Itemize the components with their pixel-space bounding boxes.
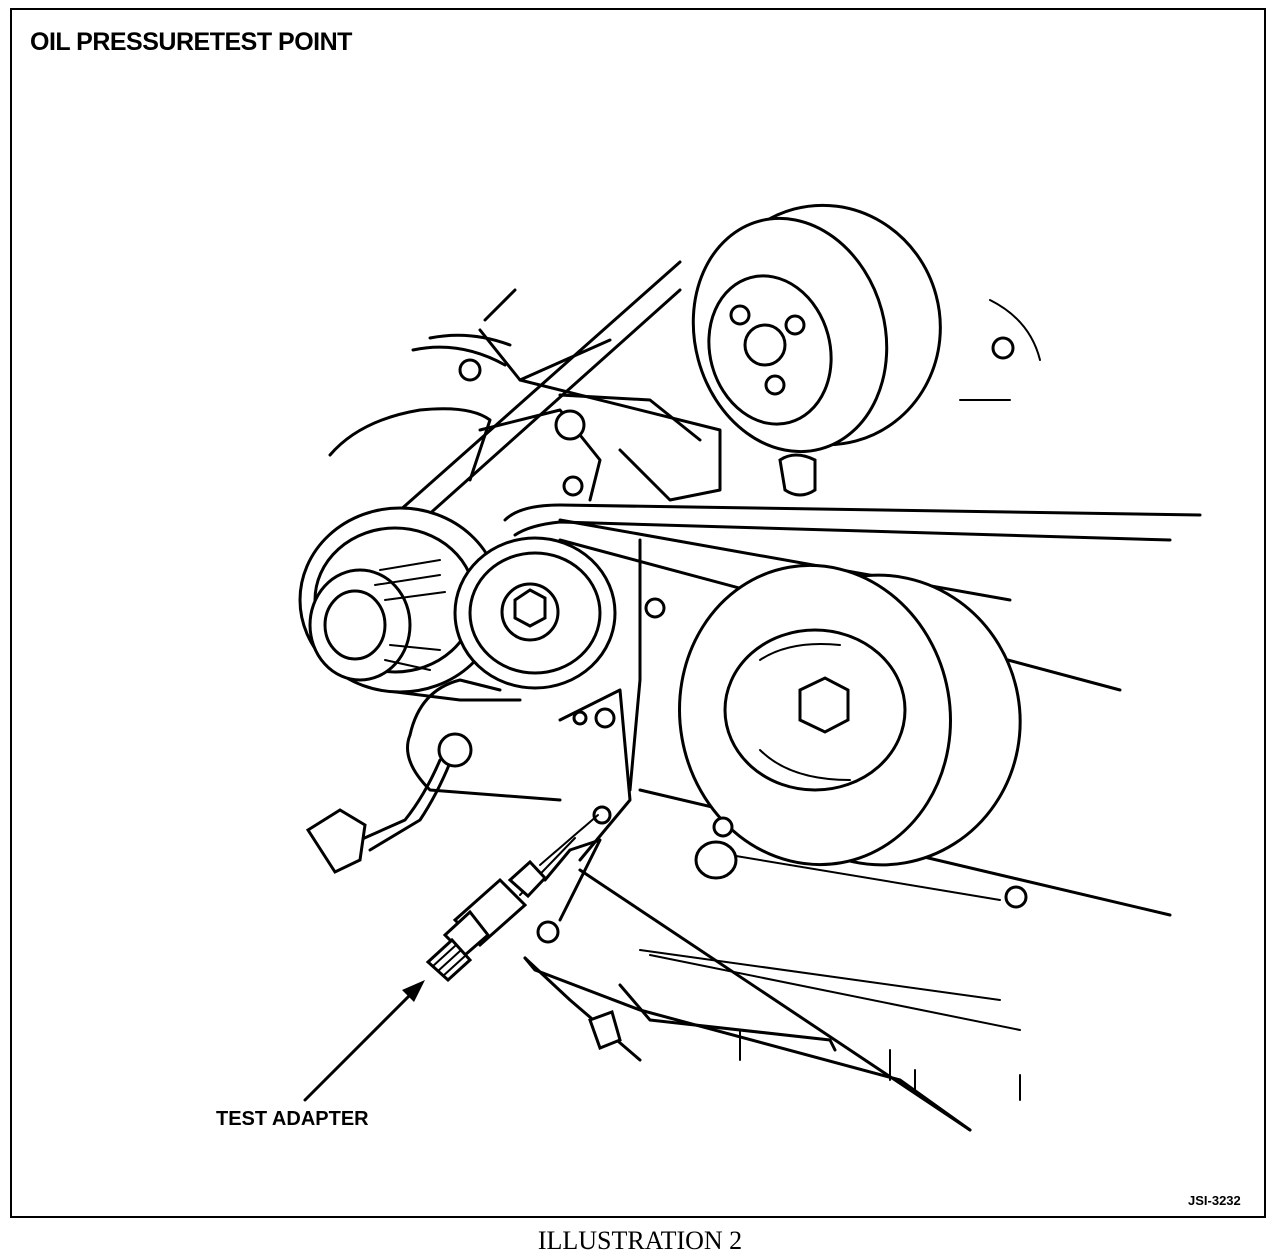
sensor-harness bbox=[305, 732, 473, 874]
figure-title: OIL PRESSURETEST POINT bbox=[30, 28, 352, 56]
figure-code: JSI-3232 bbox=[1188, 1193, 1241, 1208]
alternator bbox=[298, 407, 562, 802]
idler-pulley bbox=[453, 536, 617, 690]
figure-frame bbox=[10, 8, 1266, 1218]
crankshaft-pulley bbox=[678, 563, 1022, 880]
tensioner-bracket bbox=[478, 378, 722, 944]
test-adapter-callout-arrow bbox=[303, 980, 425, 1102]
figure-caption: ILLUSTRATION 2 bbox=[537, 1226, 743, 1255]
upper-pulley bbox=[691, 203, 942, 497]
oil-pan bbox=[523, 954, 1021, 1132]
test-adapter bbox=[425, 814, 599, 983]
test-adapter-label: TEST ADAPTER bbox=[216, 1108, 369, 1130]
